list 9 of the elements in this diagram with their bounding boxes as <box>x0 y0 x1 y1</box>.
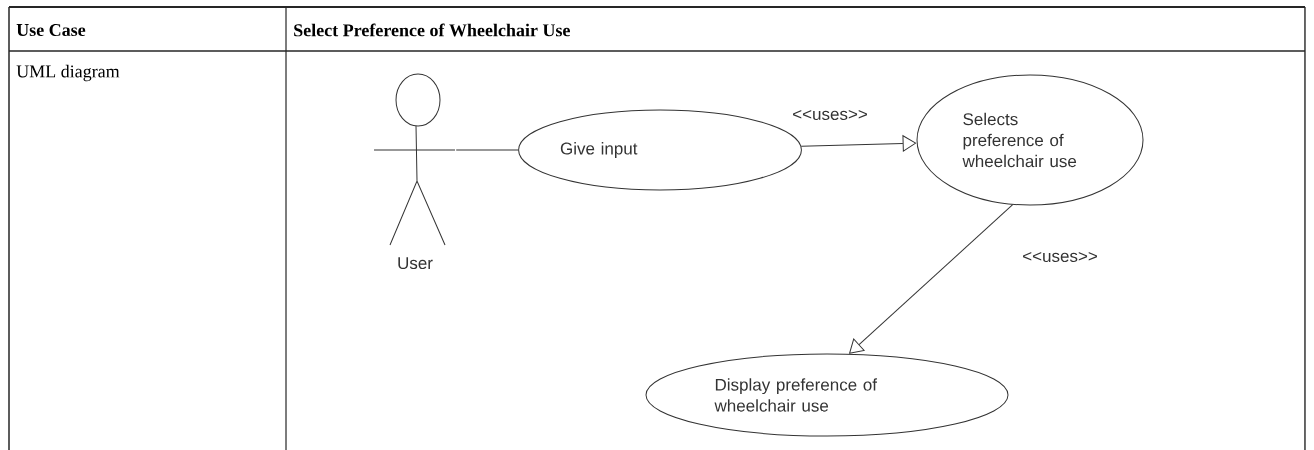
actor-figure: User <box>373 73 456 270</box>
header-text: Select Preference of Wheelchair Use <box>294 23 570 37</box>
row-label: UML diagram <box>16 64 120 82</box>
edge-label: <<uses>> <box>1021 250 1099 264</box>
association-line <box>800 135 917 152</box>
association-line <box>849 204 1014 354</box>
association-line <box>455 149 519 151</box>
node-label: User <box>398 257 433 270</box>
header-text: Use Case <box>16 23 86 37</box>
